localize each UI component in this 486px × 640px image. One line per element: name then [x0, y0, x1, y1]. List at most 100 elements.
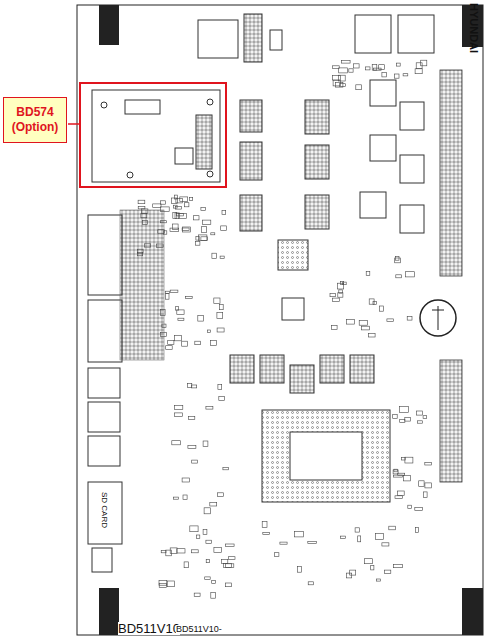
smd-part: [297, 566, 301, 572]
smd-part: [170, 228, 179, 231]
mount-strip: [462, 588, 483, 635]
smd-part: [379, 306, 383, 311]
smd-part: [377, 579, 381, 581]
smd-part: [417, 411, 423, 415]
smd-part: [176, 207, 182, 210]
smd-part: [196, 237, 199, 241]
smd-part: [161, 310, 166, 316]
smd-part: [143, 220, 148, 224]
smd-part: [194, 216, 200, 220]
smd-part: [393, 415, 398, 419]
smd-part: [396, 275, 402, 278]
smd-part: [405, 457, 413, 463]
smd-part: [221, 226, 227, 231]
smd-part: [212, 580, 216, 583]
smd-part: [338, 293, 343, 298]
transformer: [400, 102, 424, 130]
sd-card-slot: [88, 482, 122, 544]
module-header: [196, 115, 212, 169]
smd-part: [214, 547, 222, 552]
smd-part: [387, 319, 394, 322]
smd-part: [184, 203, 189, 207]
smd-part: [210, 341, 216, 346]
smd-part: [214, 298, 220, 303]
memory-chip: [320, 355, 344, 383]
memory-chip: [260, 355, 284, 383]
smd-part: [366, 67, 370, 70]
filter-array: [120, 210, 164, 360]
smd-part: [423, 416, 427, 419]
smd-part: [198, 235, 207, 240]
smd-part: [184, 562, 188, 568]
chip: [305, 195, 329, 229]
smd-part: [394, 565, 403, 568]
chip: [175, 148, 193, 164]
chip: [125, 100, 160, 114]
smd-part: [210, 502, 217, 506]
smd-part: [192, 460, 198, 463]
smd-part: [349, 69, 353, 72]
smd-part: [425, 462, 432, 465]
memory-chip: [290, 365, 314, 393]
smd-part: [225, 544, 234, 546]
smd-part: [165, 291, 169, 293]
smd-part: [188, 446, 196, 449]
smd-part: [182, 227, 190, 232]
smd-part: [159, 584, 166, 588]
bga-cpu: [262, 410, 390, 502]
smd-part: [166, 550, 172, 556]
smd-part: [308, 582, 313, 585]
smd-part: [201, 208, 206, 211]
smd-part: [400, 407, 409, 413]
smd-part: [175, 413, 183, 417]
smd-part: [217, 328, 224, 332]
smd-part: [138, 200, 145, 204]
smd-part: [369, 299, 374, 304]
smd-part: [206, 559, 209, 562]
smd-part: [396, 63, 400, 66]
smd-part: [219, 396, 225, 400]
db-connector: [88, 215, 122, 295]
chip: [278, 240, 308, 270]
smd-part: [190, 197, 193, 200]
smd-part: [333, 66, 340, 69]
smd-part: [364, 559, 372, 564]
smd-part: [355, 528, 359, 532]
smd-part: [406, 272, 415, 277]
smd-part: [178, 318, 184, 320]
smd-part: [295, 531, 304, 537]
smd-part: [415, 507, 423, 510]
chip: [244, 14, 262, 62]
transformer: [370, 80, 396, 106]
mount-strip: [99, 588, 119, 635]
smd-part: [174, 405, 182, 409]
smd-part: [211, 593, 216, 599]
smd-part: [197, 535, 200, 539]
smd-part: [405, 417, 411, 421]
smd-part: [403, 475, 410, 481]
transformer: [370, 135, 396, 161]
smd-part: [382, 72, 387, 77]
smd-part: [403, 74, 408, 76]
smd-part: [161, 333, 167, 337]
smd-part: [138, 207, 145, 209]
smd-part: [395, 74, 399, 78]
smd-part: [415, 69, 422, 74]
smd-part: [340, 536, 345, 538]
smd-part: [206, 540, 211, 543]
smd-part: [196, 242, 200, 246]
smd-part: [175, 195, 178, 199]
smd-part: [333, 76, 341, 80]
smd-part: [425, 483, 432, 488]
smd-part: [366, 272, 370, 276]
smd-part: [372, 64, 377, 70]
bga-center: [290, 432, 362, 480]
smd-part: [195, 341, 201, 345]
smd-part: [421, 60, 427, 66]
smd-part: [175, 307, 178, 310]
smd-part: [207, 330, 210, 333]
smd-part: [229, 557, 235, 560]
smd-part: [161, 550, 166, 553]
smd-part: [166, 294, 170, 300]
